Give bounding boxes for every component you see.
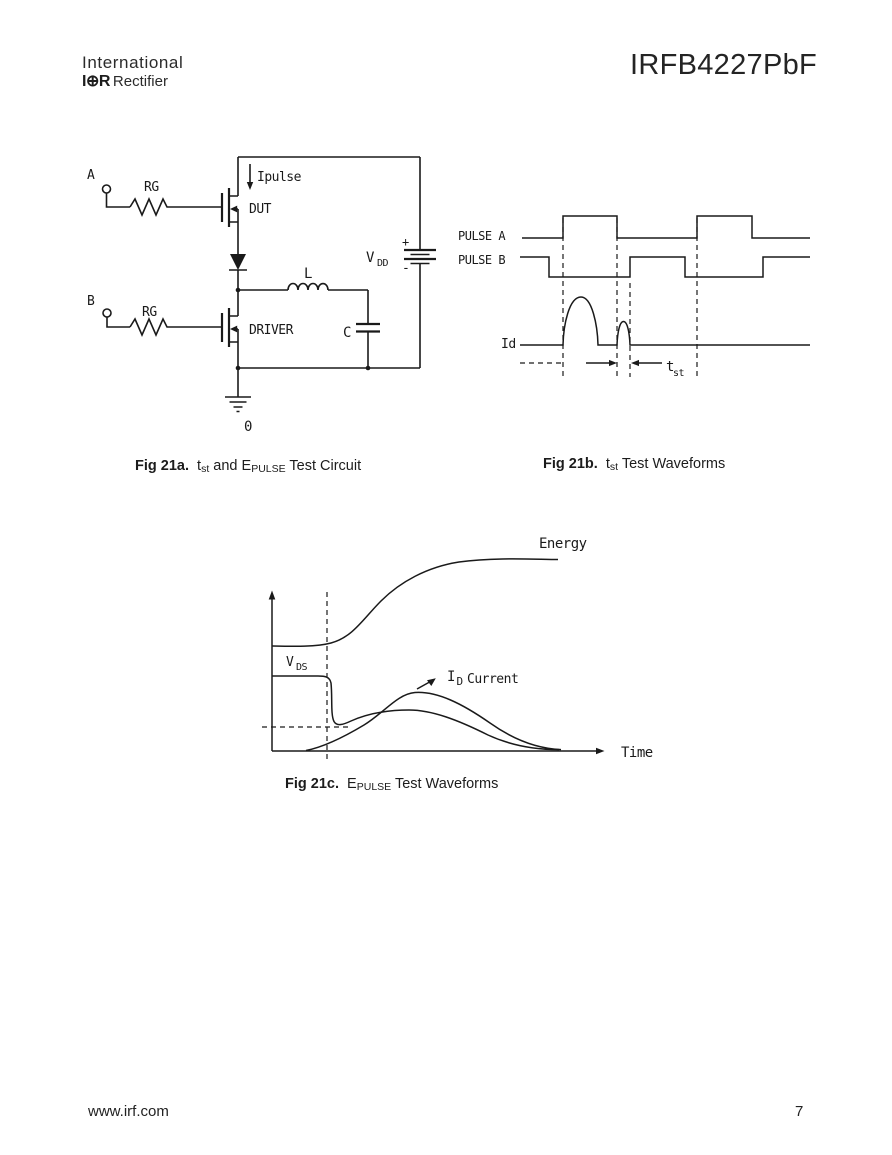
arrow-up-icon: [268, 590, 276, 600]
logo-international-text: International: [82, 53, 184, 72]
terminal-a-label: A: [87, 168, 95, 183]
vdd-battery: + - V DD: [366, 235, 436, 276]
footer-page-number: 7: [795, 1103, 804, 1120]
ipulse-arrow: Ipulse: [246, 164, 302, 190]
terminal-b-node: [102, 308, 112, 318]
rg-top-label: RG: [144, 180, 159, 195]
node-dot: [365, 365, 371, 371]
id-current-sub-label: D: [457, 675, 463, 688]
inductor-label: L: [304, 266, 312, 282]
fig21c-waveform-diagram: Time Energy V DS I D Current: [262, 536, 653, 763]
vds-label: V: [286, 655, 294, 670]
tst-sub-label: st: [673, 368, 685, 379]
id-label: Id: [501, 337, 516, 352]
part-number: IRFB4227PbF: [630, 49, 818, 81]
id-current-curve: [305, 691, 562, 752]
dut-body-arrow-icon: [230, 205, 238, 213]
energy-label: Energy: [539, 536, 587, 552]
terminal-b-label: B: [87, 294, 95, 309]
globe-icon: ⊕: [85, 73, 99, 90]
vdd-sub-label: DD: [377, 258, 389, 269]
pulse-a-trace: [522, 215, 810, 239]
energy-curve: [271, 558, 559, 648]
terminal-a: A: [87, 168, 130, 208]
id-current-callout: I D Current: [416, 669, 519, 690]
dut-label: DUT: [249, 202, 272, 217]
x-axis: Time: [272, 745, 653, 761]
inductor-l: L: [238, 266, 369, 324]
resistor-rg-bottom: RG: [129, 305, 222, 337]
id-current-text-label: Current: [467, 672, 518, 687]
fig21c-caption-number: Fig 21c.: [285, 776, 339, 792]
driver-mosfet: DRIVER: [220, 290, 294, 368]
plus-label: +: [402, 235, 409, 249]
arrow-right-icon: [596, 747, 605, 755]
time-axis-label: Time: [621, 745, 653, 761]
tst-label: t: [666, 359, 674, 375]
ipulse-label: Ipulse: [257, 170, 302, 185]
resistor-rg-top: RG: [129, 180, 222, 217]
arrow-left-icon: [631, 359, 639, 367]
series-diode: [229, 222, 247, 290]
fig21b-caption: Fig 21b. tst Test Waveforms: [543, 456, 726, 473]
fig21a-caption: Fig 21a. tst and EPULSE Test Circuit: [135, 458, 362, 475]
vds-curve: [272, 675, 560, 751]
capacitor-c: C: [343, 322, 380, 368]
capacitor-label: C: [343, 325, 351, 341]
timing-dashed-lines: [520, 218, 698, 377]
arrow-up-right-icon: [427, 678, 436, 686]
fig21a-caption-number: Fig 21a.: [135, 458, 189, 474]
dut-mosfet: DUT: [220, 157, 272, 227]
fig21b-caption-number: Fig 21b.: [543, 456, 598, 472]
minus-label: -: [402, 261, 409, 276]
driver-label: DRIVER: [249, 323, 294, 338]
fig21a-circuit-diagram: A RG DUT Ipulse +: [87, 156, 436, 435]
id-current-i-label: I: [447, 669, 455, 685]
ground-zero-label: 0: [244, 419, 252, 435]
reference-dashed-lines: [262, 592, 348, 763]
pulse-a-label: PULSE A: [458, 229, 506, 243]
logo-rectifier-text: Rectifier: [112, 73, 168, 90]
ground-symbol: 0: [225, 368, 253, 435]
terminal-a-node: [101, 184, 112, 194]
vdd-label: V: [366, 250, 375, 266]
id-trace: [520, 296, 810, 346]
rg-bottom-label: RG: [142, 305, 157, 320]
pulse-b-trace: [520, 256, 810, 278]
fig21b-waveform-diagram: PULSE A PULSE B Id t st: [458, 215, 810, 379]
footer-website-link[interactable]: www.irf.com: [88, 1103, 169, 1120]
terminal-b: B: [87, 294, 130, 328]
tst-dimension-arrows: t st: [586, 359, 685, 379]
vds-sub-label: DS: [296, 662, 308, 673]
pulse-b-label: PULSE B: [458, 253, 505, 267]
driver-body-arrow-icon: [230, 325, 238, 333]
ir-logo-mark: I⊕R: [82, 73, 110, 90]
arrow-right-icon: [609, 359, 617, 367]
diode-icon: [230, 254, 246, 270]
ipulse-arrowhead-icon: [246, 182, 254, 190]
fig21c-caption: Fig 21c. EPULSE Test Waveforms: [285, 776, 499, 793]
